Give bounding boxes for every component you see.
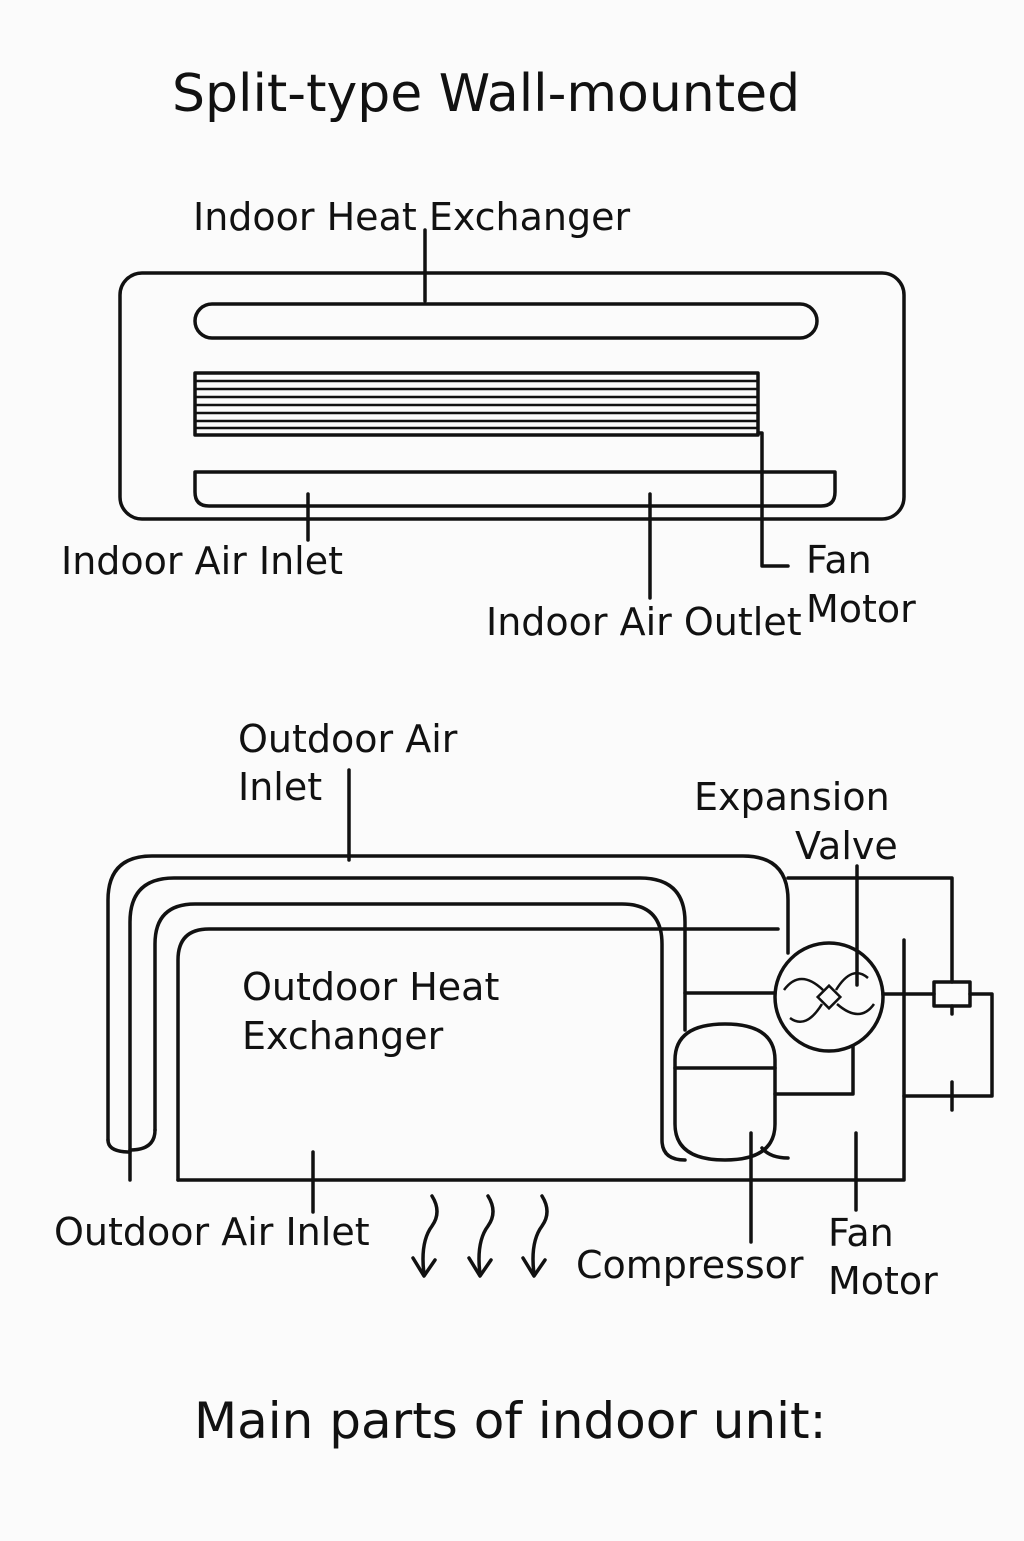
label-outdoor-air-inlet-top-line1: Outdoor Air <box>238 717 458 761</box>
label-outdoor-fan: Fan <box>828 1211 894 1255</box>
indoor-heat-exchanger-shape <box>193 302 819 340</box>
label-outdoor-heat-exchanger-line2: Exchanger <box>242 1014 444 1058</box>
outdoor-heat-exchanger-tube-3 <box>153 902 687 1162</box>
pipe-fan-to-compressor <box>773 1044 855 1096</box>
label-indoor-heat-exchanger: Indoor Heat Exchanger <box>193 195 631 239</box>
label-outdoor-motor: Motor <box>828 1259 938 1303</box>
diagram-title: Split-type Wall-mounted <box>172 64 801 124</box>
outdoor-unit-casing <box>176 938 906 1182</box>
indoor-unit <box>118 228 906 600</box>
label-outdoor-heat-exchanger-line1: Outdoor Heat <box>242 965 500 1009</box>
label-outdoor-air-inlet-top-line2: Inlet <box>238 765 323 809</box>
caption: Main parts of indoor unit: <box>194 1392 827 1450</box>
outdoor-tube-return-1 <box>106 1138 132 1154</box>
indoor-unit-casing <box>118 271 906 521</box>
compressor-shape <box>673 1022 790 1162</box>
outdoor-tube-return-2 <box>128 1128 157 1152</box>
outdoor-heat-exchanger-tube-1 <box>106 854 790 1142</box>
outdoor-unit <box>106 768 994 1278</box>
outdoor-heat-exchanger-tube-4 <box>176 927 780 1182</box>
indoor-fan-fins <box>193 371 760 437</box>
label-indoor-air-inlet: Indoor Air Inlet <box>61 539 343 583</box>
expansion-valve-circuit <box>786 876 994 1112</box>
leader-indoor-fan-motor <box>756 431 790 568</box>
label-indoor-fan: Fan <box>806 538 872 582</box>
label-indoor-air-outlet: Indoor Air Outlet <box>486 600 802 644</box>
label-outdoor-air-inlet-bottom: Outdoor Air Inlet <box>54 1210 370 1254</box>
label-valve: Valve <box>795 824 898 868</box>
outdoor-fan <box>773 941 885 1053</box>
label-compressor: Compressor <box>576 1243 804 1287</box>
indoor-air-tray <box>193 470 837 508</box>
label-expansion: Expansion <box>694 775 890 819</box>
label-indoor-motor: Motor <box>806 587 916 631</box>
outdoor-heat-exchanger-tube-2 <box>128 876 687 1182</box>
airflow-arrows <box>411 1194 549 1278</box>
